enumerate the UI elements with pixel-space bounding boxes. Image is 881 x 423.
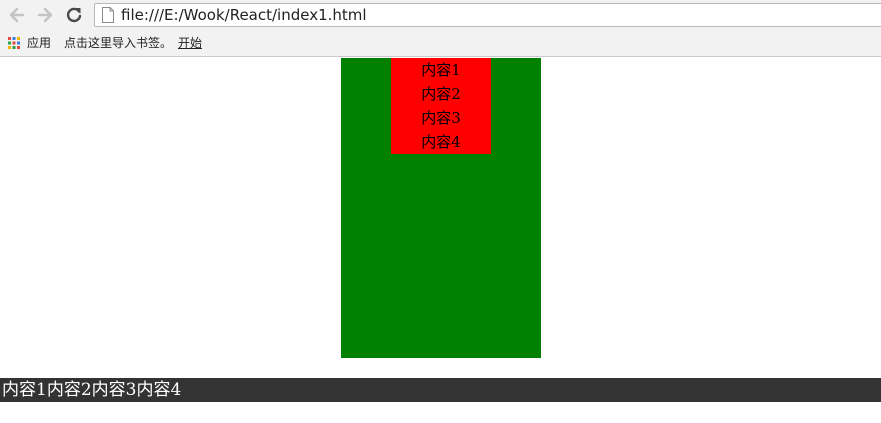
arrow-left-icon (9, 7, 25, 23)
start-link[interactable]: 开始 (178, 36, 203, 50)
file-icon (102, 7, 114, 23)
reload-button[interactable] (63, 4, 85, 26)
address-bar[interactable]: file:///E:/Wook/React/index1.html (94, 3, 881, 27)
browser-toolbar: file:///E:/Wook/React/index1.html (0, 0, 881, 31)
back-button[interactable] (6, 4, 28, 26)
content-item-3: 内容3 (421, 109, 461, 127)
content-item-4: 内容4 (421, 133, 461, 151)
apps-grid-icon[interactable] (8, 37, 20, 49)
arrow-right-icon (37, 7, 53, 23)
reload-icon (66, 7, 82, 23)
outer-green-box: 内容1 内容2 内容3 内容4 (341, 58, 541, 358)
content-item-1: 内容1 (421, 61, 461, 79)
import-bookmarks-hint: 点击这里导入书签。 (64, 36, 173, 50)
footer-bar: 内容1内容2内容3内容4 (0, 378, 881, 402)
address-url[interactable]: file:///E:/Wook/React/index1.html (121, 6, 367, 24)
apps-label[interactable]: 应用 (27, 36, 52, 50)
page-content: 内容1 内容2 内容3 内容4 内容1内容2内容3内容4 (0, 58, 881, 423)
forward-button[interactable] (34, 4, 56, 26)
inner-red-box: 内容1 内容2 内容3 内容4 (391, 58, 491, 154)
bookmarks-bar: 应用 点击这里导入书签。 开始 (0, 31, 881, 57)
content-item-2: 内容2 (421, 85, 461, 103)
